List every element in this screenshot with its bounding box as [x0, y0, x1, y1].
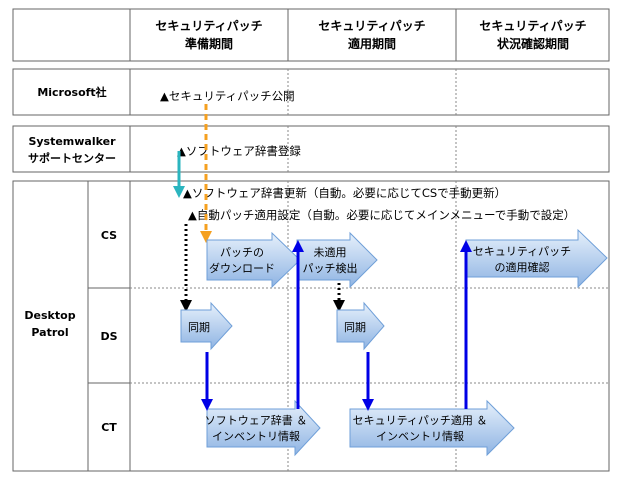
lane-support-center: Systemwalker サポートセンター [12, 125, 610, 173]
note-dictionary-updated: ▲ソフトウェア辞書更新（自動。必要に応じてCSで手動更新） [183, 186, 506, 200]
lane-microsoft: Microsoft社 [12, 68, 610, 116]
arrow-detect-label-line2: パッチ検出 [303, 261, 358, 275]
lane-cs-label: CS [101, 229, 117, 242]
lane-dp-label-line2: Patrol [31, 326, 68, 339]
arrow-confirm-label-line1: セキュリティパッチ [473, 245, 571, 258]
arrow-detect-label-line1: 未適用 [314, 245, 347, 259]
col2-title-line1: セキュリティパッチ [318, 19, 425, 33]
arrow-detect-unapplied [296, 231, 378, 289]
col3-title-line1: セキュリティパッチ [479, 19, 586, 33]
arrow-inventory-1 [206, 399, 321, 457]
arrow-confirm-applied [465, 228, 608, 289]
arrow-sync2-label: 同期 [344, 321, 366, 334]
col1-title-line1: セキュリティパッチ [155, 19, 262, 33]
lane-support-label-line1: Systemwalker [28, 135, 116, 148]
lane-microsoft-label: Microsoft社 [37, 85, 106, 99]
arrow-inv1-label-line1: ソフトウェア辞書 ＆ [205, 413, 308, 427]
col2-title-line2: 適用期間 [348, 36, 396, 51]
note-dictionary-registered: ▲ソフトウェア辞書登録 [177, 144, 301, 158]
arrow-download-label-line1: パッチの [220, 246, 264, 259]
lane-support-label-line2: サポートセンター [28, 151, 116, 165]
arrow-confirm-label-line2: の適用確認 [495, 260, 550, 274]
arrow-sync1-label: 同期 [188, 321, 210, 334]
note-patch-published: ▲セキュリティパッチ公開 [160, 89, 295, 103]
arrow-inventory-2 [349, 399, 515, 457]
lane-dp-label-line1: Desktop [24, 309, 75, 322]
arrow-sync-ds-1 [180, 301, 233, 351]
lane-ct-label: CT [101, 421, 117, 434]
arrow-inv2-label-line1: セキュリティパッチ適用 ＆ [353, 413, 488, 427]
header-row: セキュリティパッチ 準備期間 セキュリティパッチ 適用期間 セキュリティパッチ … [12, 8, 610, 62]
arrow-inv1-label-line2: インベントリ情報 [212, 430, 300, 443]
note-auto-patch-setting: ▲自動パッチ適用設定（自動。必要に応じてメインメニューで手動で設定） [188, 208, 575, 222]
arrow-sync-ds-2 [336, 301, 385, 351]
arrow-patch-download [206, 231, 301, 289]
arrow-download-label-line2: ダウンロード [209, 261, 275, 275]
arrow-inv2-label-line2: インベントリ情報 [376, 430, 464, 443]
col3-title-line2: 状況確認期間 [497, 36, 569, 51]
lane-ds-label: DS [100, 330, 117, 343]
col1-title-line2: 準備期間 [185, 36, 233, 51]
